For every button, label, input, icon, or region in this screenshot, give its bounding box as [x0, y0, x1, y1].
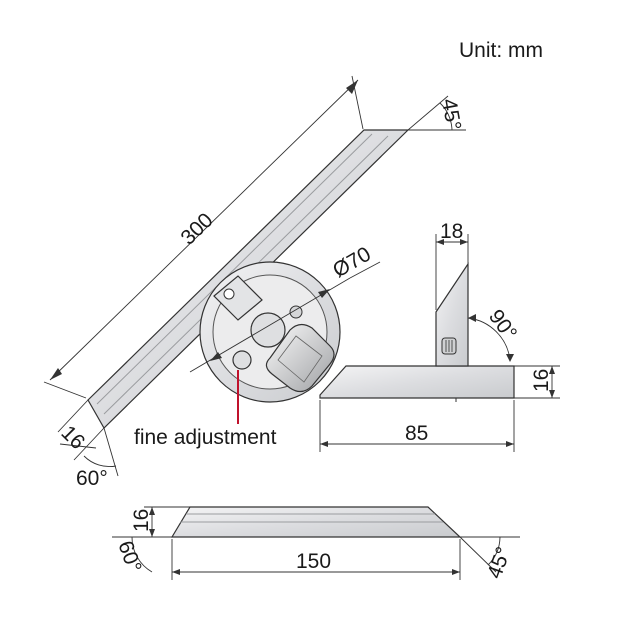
fine-adjustment-knob[interactable] — [265, 323, 335, 393]
blade-end-angle-label: 60° — [76, 467, 108, 490]
dial-diameter-label: Ø70 — [329, 243, 375, 283]
stock-length-label: 85 — [405, 422, 428, 445]
short-blade-length-dimension — [171, 539, 461, 580]
square-angle-dimension — [467, 314, 514, 362]
short-blade-right-angle-label: 45° — [483, 544, 515, 582]
square-blade — [435, 262, 469, 367]
short-blade-left-angle-dimension — [112, 536, 172, 573]
short-blade — [170, 506, 462, 538]
dial-diameter-dimension — [189, 261, 381, 373]
blade-clamp — [213, 275, 263, 321]
short-blade-height-label: 16 — [130, 509, 153, 532]
blade-end-dimensions — [57, 399, 119, 477]
unit-label: Unit: mm — [459, 39, 543, 62]
fine-adjustment-label: fine adjustment — [134, 426, 277, 449]
square-width-dimension — [435, 234, 469, 310]
blade-length-label: 300 — [176, 209, 217, 250]
blade-length-dimension — [43, 75, 364, 399]
short-blade-length-label: 150 — [296, 550, 331, 573]
blade-tip-angle-label: 45° — [437, 97, 465, 132]
blade-tip-angle-dimension — [407, 95, 466, 131]
square-width-label: 18 — [440, 220, 463, 243]
stock-length-dimension — [319, 400, 515, 452]
short-blade-left-angle-label: 60° — [113, 538, 145, 576]
stock-height-label: 16 — [530, 369, 553, 392]
dial-body — [199, 261, 341, 403]
short-blade-right-angle-dimension — [459, 536, 520, 573]
stock — [319, 365, 515, 402]
square-angle-label: 90° — [484, 305, 521, 344]
stock-height-dimension — [514, 365, 560, 399]
